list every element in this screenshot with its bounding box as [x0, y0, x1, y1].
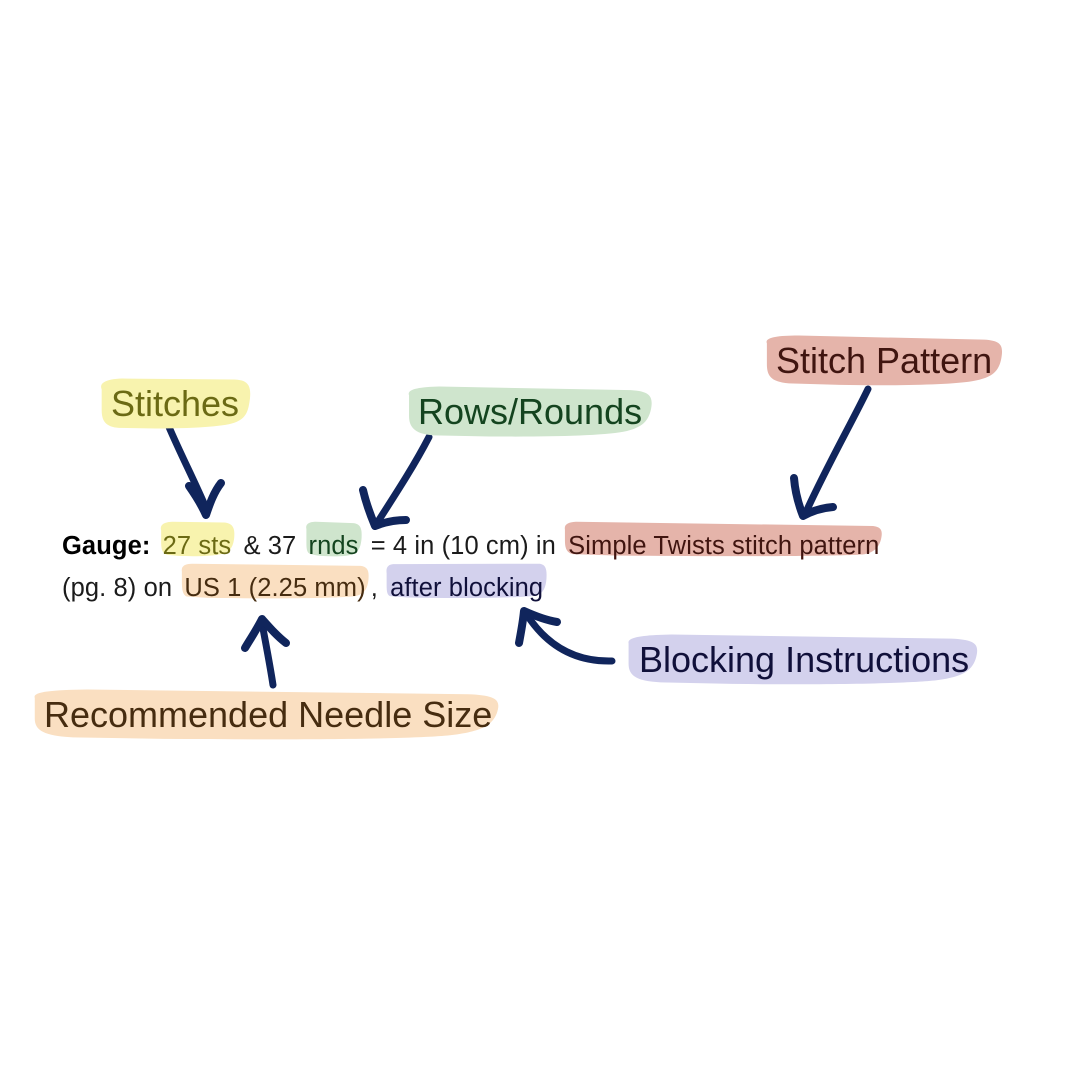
inline-text-blocking: after blocking [390, 574, 544, 602]
inline-highlight-needle: US 1 (2.25 mm) [179, 563, 370, 609]
highlight-blob-peach [30, 689, 506, 741]
inline-highlight-blocking: after blocking [385, 563, 548, 609]
gauge-label: Gauge: [62, 532, 151, 560]
callout-label-rows-rounds: Rows/Rounds [404, 386, 656, 438]
gauge-line-1: Gauge: 27 sts & 37 rnds = 4 in (10 cm) i… [62, 521, 1022, 567]
inline-highlight-pattern: Simple Twists stitch pattern [563, 521, 884, 567]
gauge-line-2: (pg. 8) on US 1 (2.25 mm), after blockin… [62, 563, 1022, 609]
gauge-text-comma: , [370, 574, 386, 602]
highlight-blob-yellow [97, 378, 253, 430]
arrow-blocking-to-after-blocking [515, 607, 616, 665]
callout-label-needle-size: Recommended Needle Size [30, 689, 506, 741]
inline-text-needle: US 1 (2.25 mm) [184, 574, 366, 602]
inline-text-stitches: 27 sts [162, 532, 232, 560]
highlight-blob-green [404, 386, 656, 438]
inline-highlight-rounds: rnds [304, 521, 364, 567]
inline-text-rounds: rnds [308, 532, 359, 560]
callout-label-blocking: Blocking Instructions [625, 634, 983, 686]
highlight-blob-lavender-inline [385, 563, 548, 599]
gauge-text-page: (pg. 8) on [62, 574, 180, 602]
highlight-blob-green-inline [304, 521, 364, 557]
callout-label-text: Stitch Pattern [776, 340, 993, 381]
callout-label-text: Stitches [111, 383, 240, 424]
highlight-blob-peach-inline [179, 563, 370, 599]
inline-highlight-stitches: 27 sts [158, 521, 237, 567]
gauge-statement: Gauge: 27 sts & 37 rnds = 4 in (10 cm) i… [62, 521, 1022, 609]
inline-text-pattern: Simple Twists stitch pattern [568, 532, 880, 560]
highlight-blob-rose-inline [563, 521, 884, 557]
gauge-text-between: & 37 [236, 532, 304, 560]
callout-label-stitch-pattern: Stitch Pattern [762, 335, 1006, 387]
arrow-stitch-pattern-to-pattern [790, 385, 872, 520]
callout-label-text: Blocking Instructions [639, 639, 970, 680]
callout-label-text: Recommended Needle Size [44, 694, 493, 735]
callout-label-text: Rows/Rounds [418, 391, 643, 432]
gauge-text-measurement: = 4 in (10 cm) in [363, 532, 564, 560]
highlight-blob-lavender [625, 634, 983, 686]
callout-label-stitches: Stitches [97, 378, 253, 430]
arrow-rows-rounds-to-rnds [359, 433, 433, 530]
highlight-blob-yellow-inline [158, 521, 237, 557]
highlight-blob-rose [762, 335, 1006, 387]
arrow-stitches-to-sts [165, 423, 225, 519]
arrow-needle-size-to-needle [241, 615, 290, 689]
